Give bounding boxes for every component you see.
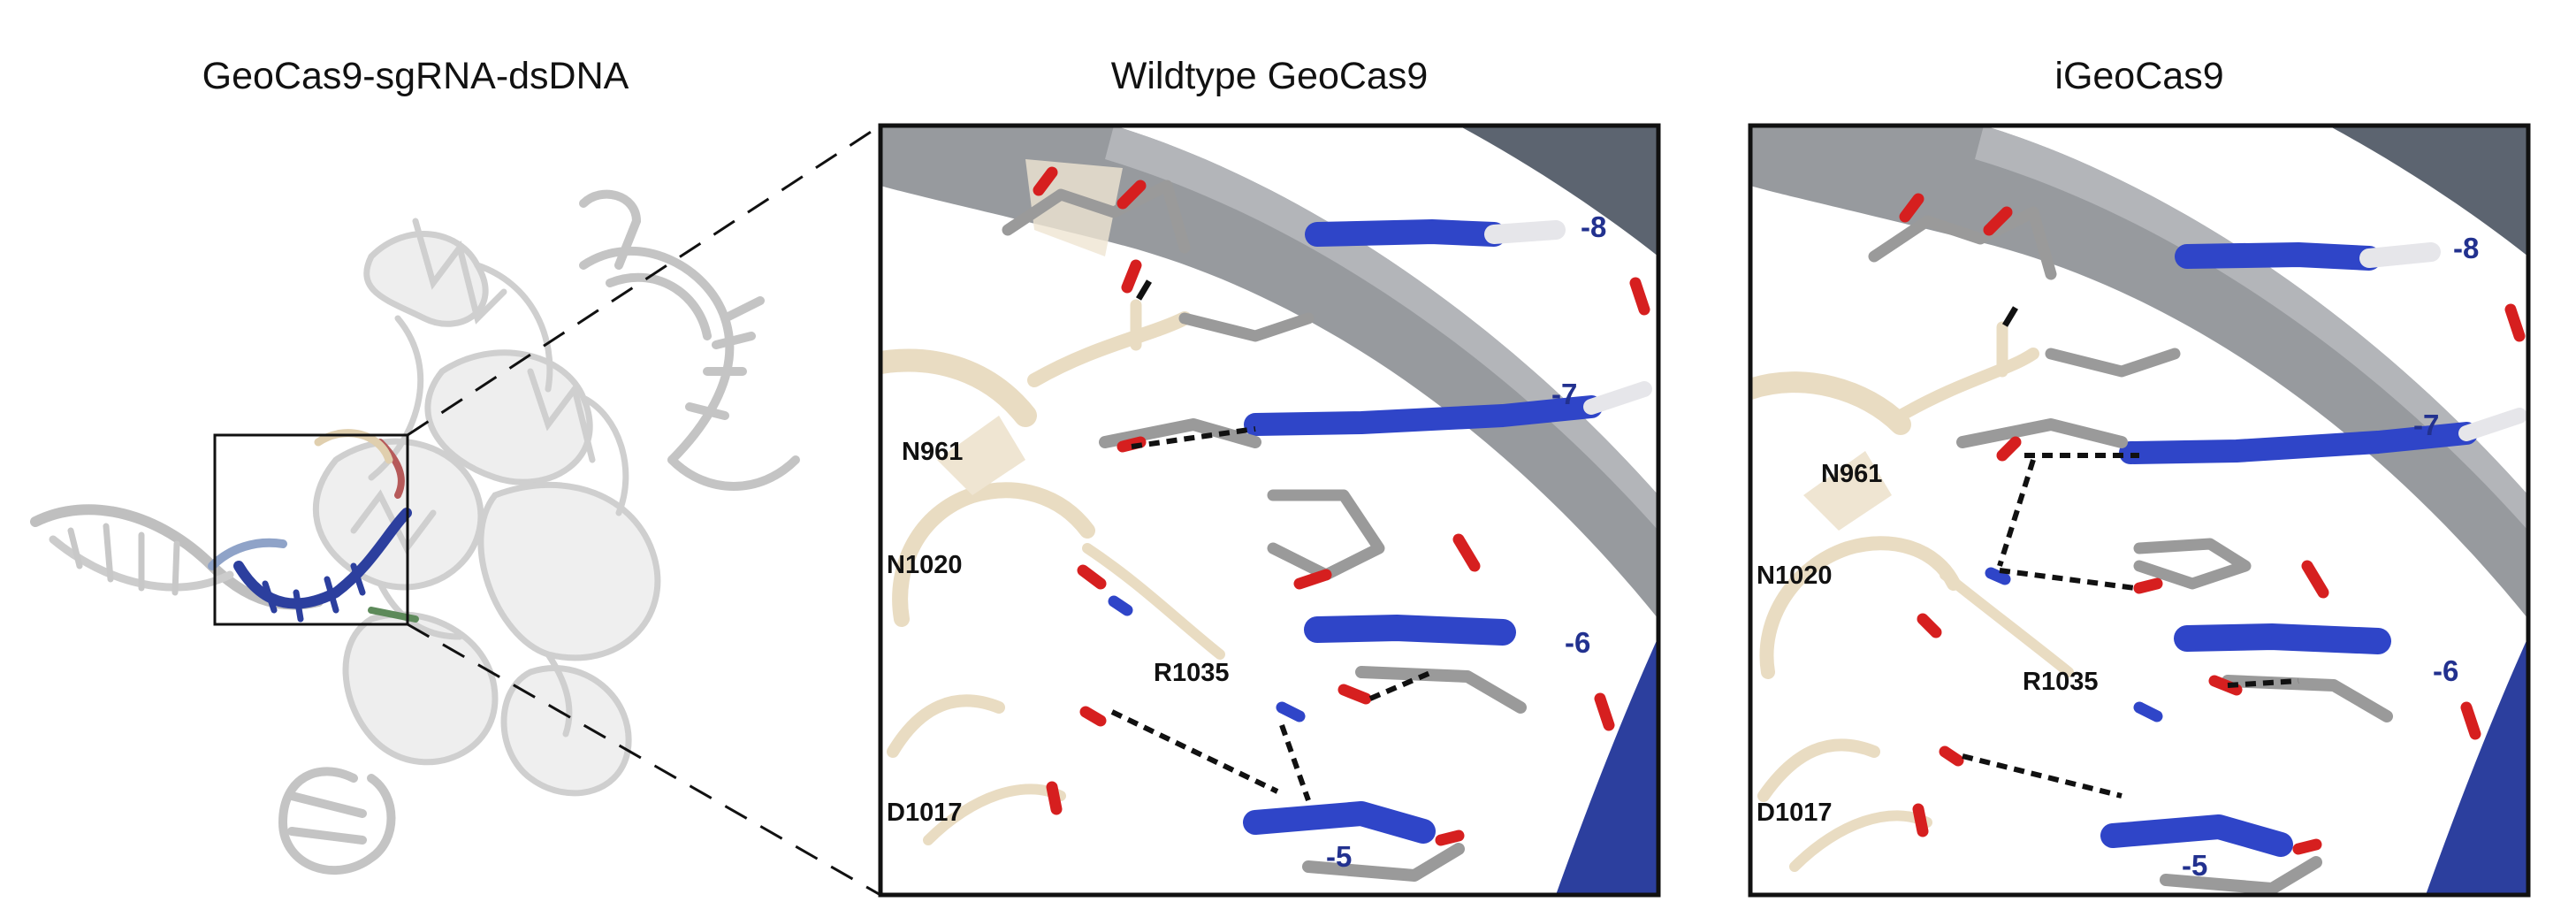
residue-label: D1017 [887,799,962,827]
wildtype-panel: N961 N1020 R1035 D1017 -8 -7 -6 -5 [880,126,1658,895]
nucleotide-label: -5 [1326,840,1352,873]
nucleotide-label: -8 [2453,232,2479,264]
wildtype-title: Wildtype GeoCas9 [1110,55,1429,97]
dna-cartoon [30,429,419,623]
wildtype-frame [878,123,1661,898]
rna-cartoon [278,189,800,875]
nucleotide-label: -7 [1551,378,1577,410]
nucleotide-label: -6 [1565,626,1590,659]
overview-structure [30,124,881,897]
residue-label: N961 [902,438,963,466]
residue-label: N961 [1821,460,1882,488]
protein-cartoon [312,218,661,797]
residue-label: R1035 [2023,668,2098,696]
nucleotide-label: -6 [2433,654,2458,687]
residue-label: R1035 [1154,659,1229,687]
nucleotide-label: -5 [2182,849,2207,882]
variant-title: iGeoCas9 [2054,55,2224,97]
zoom-box [213,433,409,626]
nucleotide-label: -8 [1581,210,1606,243]
variant-panel: N961 N1020 R1035 D1017 -8 -7 -6 -5 [1750,126,2528,895]
nucleotide-label: -7 [2413,409,2439,441]
residue-label: D1017 [1757,799,1832,827]
residue-label: N1020 [887,551,962,579]
variant-frame [1748,123,2531,898]
zoom-line-top [407,124,881,437]
zoom-line-bottom [407,623,881,897]
residue-label: N1020 [1757,562,1832,590]
overview-title: GeoCas9-sgRNA-dsDNA [202,55,629,97]
